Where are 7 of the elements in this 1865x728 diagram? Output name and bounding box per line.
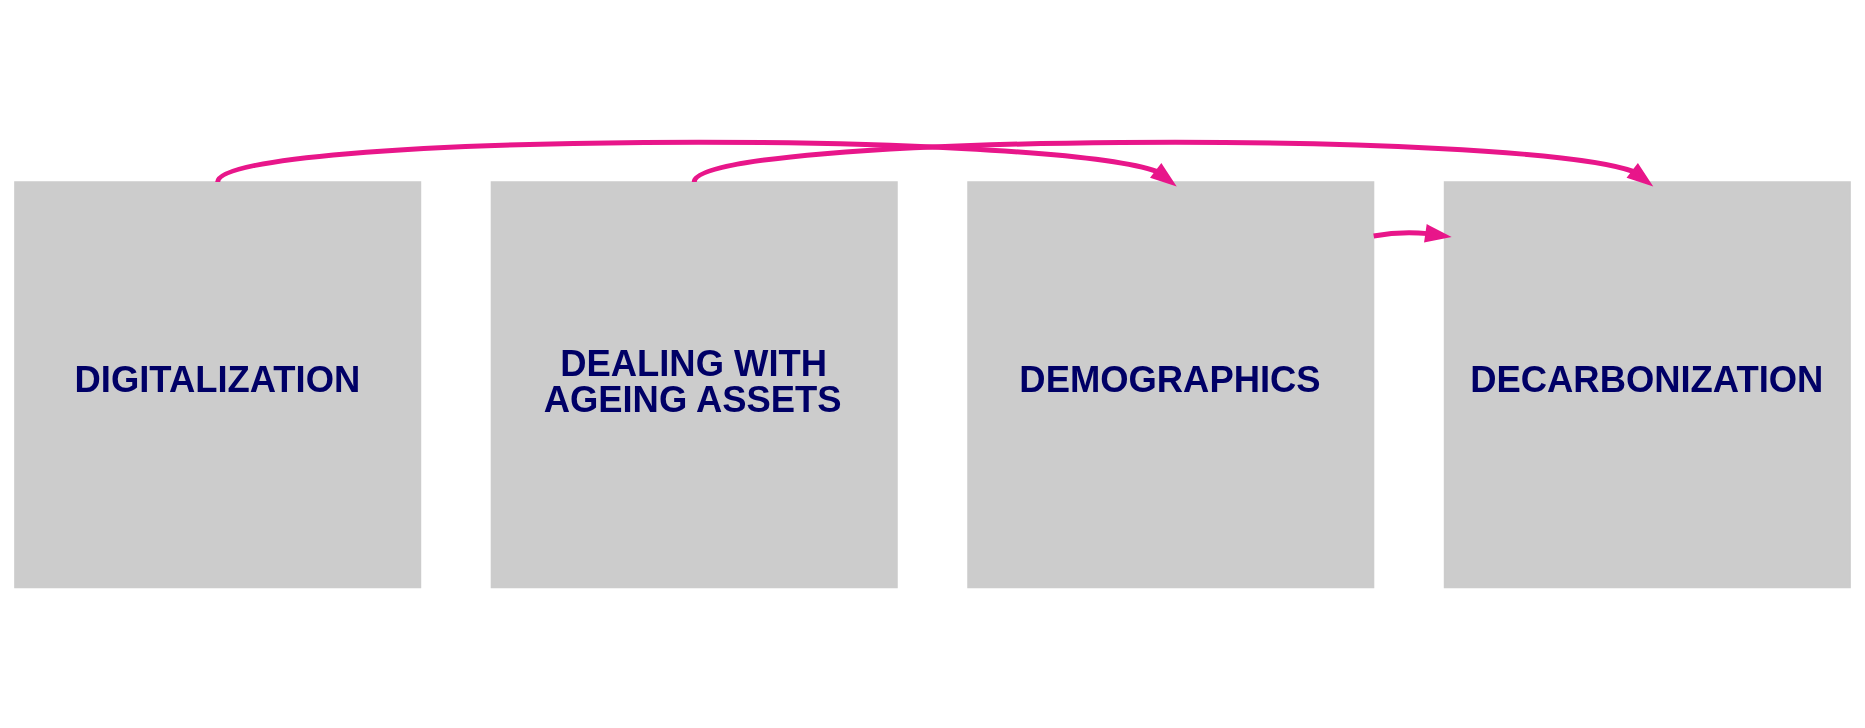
node-box: DIGITALIZATION — [14, 180, 422, 588]
arrow — [692, 139, 1654, 187]
node-box: DECARBONIZATION — [1443, 180, 1851, 588]
node-box: DEMOGRAPHICS — [967, 180, 1375, 588]
node-box: DEALING WITH AGEING ASSETS — [490, 180, 898, 588]
arrow — [216, 139, 1177, 187]
arrow — [1373, 223, 1452, 242]
